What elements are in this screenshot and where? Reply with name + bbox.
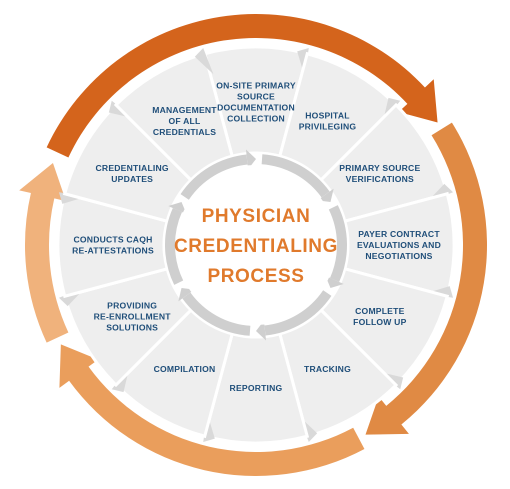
center-title-line-3: PROCESS <box>207 266 304 287</box>
inner-arrow-arc <box>182 292 251 336</box>
outer-cycle-arrows <box>19 13 487 476</box>
step-label-line: EVALUATIONS AND <box>357 240 441 250</box>
inner-arrow-arc <box>328 205 347 283</box>
step-label-8: COMPILATION <box>154 364 216 374</box>
step-label-line: CREDENTIALS <box>153 127 216 137</box>
step-label-line: COMPLETE <box>355 306 404 316</box>
step-label-line: REPORTING <box>230 383 283 393</box>
center-title-line-2: CREDENTIALING <box>174 236 338 257</box>
step-label-line: PRIVILEGING <box>299 122 357 132</box>
step-label-line: SOLUTIONS <box>106 323 158 333</box>
outer-arrow-left <box>19 162 69 343</box>
step-label-line: FOLLOW UP <box>353 317 406 327</box>
step-label-line: UPDATES <box>111 174 153 184</box>
step-labels: ON-SITE PRIMARYSOURCEDOCUMENTATIONCOLLEC… <box>72 81 441 394</box>
inner-arrow-head <box>178 288 195 302</box>
step-label-line: PAYER CONTRACT <box>358 229 440 239</box>
step-label-line: COMPILATION <box>154 364 216 374</box>
process-segments <box>56 45 456 445</box>
step-label-line: VERIFICATIONS <box>346 174 414 184</box>
step-label-1: ON-SITE PRIMARYSOURCEDOCUMENTATIONCOLLEC… <box>216 81 296 124</box>
inner-arrow-arc <box>264 290 332 336</box>
step-label-line: OF ALL <box>169 116 201 126</box>
step-label-line: RE-ATTESTATIONS <box>72 246 154 256</box>
inner-arrow-head <box>317 188 334 202</box>
step-label-line: COLLECTION <box>227 114 285 124</box>
inner-arrow-head <box>325 275 344 288</box>
step-label-line: HOSPITAL <box>305 111 349 121</box>
step-label-line: CONDUCTS CAQH <box>74 235 153 245</box>
step-label-line: CREDENTIALING <box>96 163 169 173</box>
step-label-line: TRACKING <box>304 364 351 374</box>
segment-divider-pointer <box>194 47 214 75</box>
inner-arrow-arc <box>261 154 330 198</box>
outer-arrow-top <box>46 13 438 158</box>
outer-arrow-right <box>365 122 487 435</box>
center-circle <box>176 165 336 325</box>
step-label-line: MANAGEMENT <box>152 105 217 115</box>
step-label-line: DOCUMENTATION <box>217 103 295 113</box>
step-label-line: NEGOTIATIONS <box>365 251 432 261</box>
step-label-6: TRACKING <box>304 364 351 374</box>
step-label-line: RE-ENROLLMENT <box>94 312 172 322</box>
inner-arrow-head <box>256 320 267 341</box>
step-label-line: SOURCE <box>237 92 275 102</box>
step-label-line: PROVIDING <box>107 301 157 311</box>
inner-arrow-head <box>168 202 187 215</box>
step-label-line: ON-SITE PRIMARY <box>216 81 296 91</box>
inner-arrow-arc <box>165 207 184 285</box>
inner-circular-arrows <box>165 149 347 341</box>
step-label-7: REPORTING <box>230 383 283 393</box>
outer-arrow-bottom <box>59 344 365 476</box>
inner-arrow-arc <box>180 154 248 200</box>
center-title-line-1: PHYSICIAN <box>202 206 311 227</box>
inner-arrow-head <box>245 149 256 170</box>
step-label-line: PRIMARY SOURCE <box>339 163 420 173</box>
